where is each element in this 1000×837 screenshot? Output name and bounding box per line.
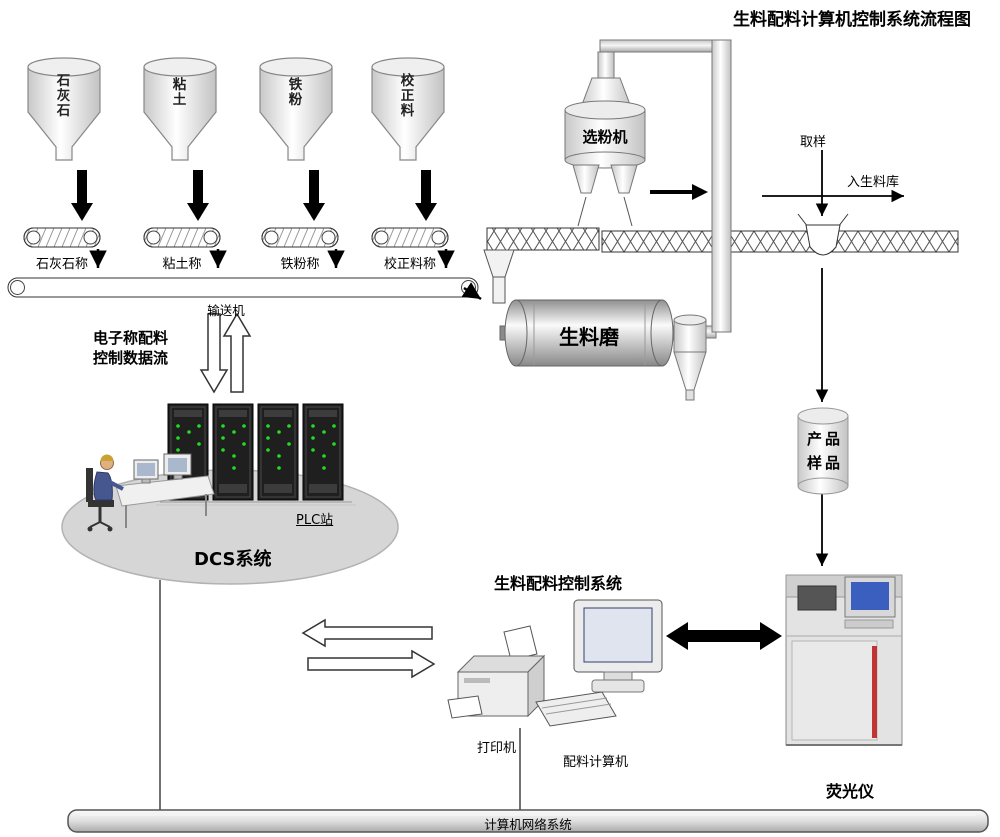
dataflow-label-line1: 电子称配料	[93, 329, 169, 347]
network-bus-label: 计算机网络系统	[484, 817, 572, 832]
dcs-control-link-arrows	[301, 618, 436, 679]
product-sample-container	[797, 407, 849, 495]
network-bus-bar	[67, 809, 989, 833]
xrf-analyzer-image	[785, 574, 903, 746]
hopper-label-corrective: 校正料	[400, 73, 415, 120]
sampling	[762, 150, 904, 566]
computer-label: 配料计算机	[563, 755, 629, 770]
printer-label: 打印机	[477, 741, 517, 756]
sample-label-line2: 样品	[806, 454, 844, 472]
mill-label: 生料磨	[559, 325, 619, 349]
operator-workstation	[86, 453, 215, 532]
sample-label-line1: 产品	[806, 430, 844, 448]
dataflow-arrows	[199, 312, 252, 394]
analyzer-label: 荧光仪	[825, 782, 875, 801]
plc-station-label: PLC站	[296, 513, 334, 528]
scale-label-corrective: 校正料称	[383, 257, 437, 272]
screw-conveyors	[486, 227, 959, 253]
scale-label-clay: 粘土称	[162, 257, 202, 272]
material-hoppers	[27, 57, 445, 222]
printer	[447, 625, 546, 719]
network-links	[159, 580, 521, 811]
scale-label-limestone: 石灰石称	[35, 257, 89, 272]
hopper-label-clay: 粘土	[172, 77, 187, 109]
control-system-label: 生料配料控制系统	[494, 574, 623, 593]
sampling-label: 取样	[800, 135, 827, 150]
hopper-label-limestone: 石灰石	[56, 73, 71, 120]
diagram-title: 生料配料计算机控制系统流程图	[733, 10, 971, 30]
dcs-system-label: DCS系统	[194, 549, 272, 570]
powder-separator	[564, 77, 646, 227]
computer-analyzer-link-arrow	[666, 622, 782, 650]
dataflow-label-line2: 控制数据流	[93, 349, 169, 367]
separator-label: 选粉机	[582, 128, 628, 146]
raw-mill	[499, 299, 679, 367]
separator-to-pipe-arrow	[650, 184, 708, 200]
piping	[597, 39, 731, 79]
plc-racks	[156, 403, 356, 506]
hopper-label-ironpowder: 铁粉	[288, 77, 303, 109]
riser-pipe	[711, 39, 732, 333]
to-silo-label: 入生料库	[847, 175, 900, 190]
mill-feed-chute	[483, 249, 515, 304]
mill-cyclone	[673, 314, 717, 401]
belt-conveyor-label: 输送机	[207, 303, 245, 318]
main-belt-conveyor	[7, 277, 482, 301]
batching-computer	[535, 599, 663, 727]
scale-label-ironpowder: 铁粉称	[280, 257, 320, 272]
